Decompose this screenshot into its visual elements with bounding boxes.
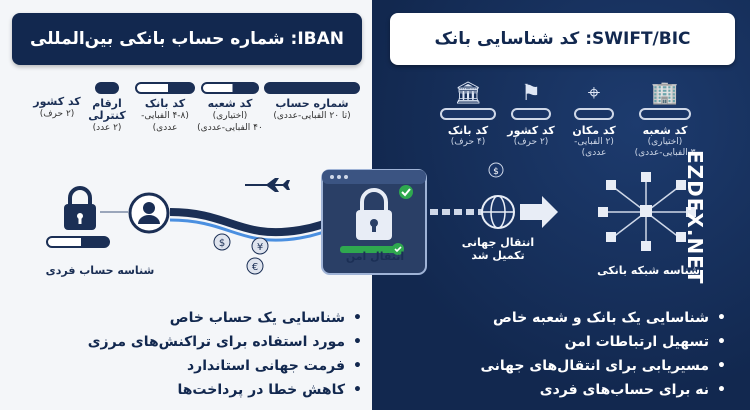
iban-benefits-list: شناسایی یک حساب خاص مورد استفاده برای تر…	[88, 306, 362, 402]
segment-title: کد بانک	[144, 97, 186, 110]
segment-title: کد شعبه	[207, 97, 253, 110]
secure-transfer-label: انتقال امن	[345, 250, 405, 263]
svg-text:$: $	[219, 238, 225, 249]
swift-benefits-list: شناسایی یک بانک و شعبه خاص تسهیل ارتباطا…	[481, 306, 727, 402]
segment-sub: (۲ عدد)	[92, 123, 122, 133]
segment-sub: (۴ حرف)	[450, 137, 486, 147]
swift-header: SWIFT/BIC: کد شناسایی بانک	[390, 13, 735, 65]
progress-bar	[340, 246, 396, 253]
iban-segment-country-code: کد کشور (۲ حرف)	[30, 96, 84, 120]
segment-title: کد کشور	[33, 95, 81, 108]
list-item: مورد استفاده برای تراکنش‌های مرزی	[88, 330, 362, 354]
swift-segment-location-code: ⌖ کد مکان (۲ الفبایی-عددی)	[563, 82, 625, 159]
iban-segment-check-digits: ارقام کنترلی (۲ عدد)	[84, 82, 130, 134]
segment-bar	[440, 108, 496, 120]
segment-title: ارقام کنترلی	[88, 97, 126, 122]
segment-title: کد شعبه	[642, 124, 688, 137]
user-avatar-icon	[128, 192, 170, 234]
dollar-coin-icon	[213, 233, 231, 251]
swift-segment-bank-code: 🏛 کد بانک (۴ حرف)	[438, 82, 498, 148]
account-id-bar	[46, 236, 110, 252]
window-titlebar	[322, 170, 426, 184]
transfer-complete-label: انتقال جهانی تکمیل شد	[461, 236, 535, 262]
flag-icon: ⚑	[521, 81, 541, 106]
iban-segment-branch-code: کد شعبه (اختیاری) ۴۰ الفبایی-عددی)	[197, 82, 263, 134]
euro-coin-icon	[246, 257, 264, 275]
segment-sub: (تا ۲۰ الفبایی-عددی)	[273, 111, 351, 121]
segment-sub: (۲ حرف)	[513, 137, 549, 147]
svg-text:$: $	[493, 167, 499, 177]
segment-title: کد بانک	[447, 124, 489, 137]
list-item: فرمت جهانی استاندارد	[88, 354, 362, 378]
segment-title: شماره حساب	[275, 97, 349, 110]
swift-segment-country-code: ⚑ کد کشور (۲ حرف)	[505, 82, 557, 148]
iban-segment-bank-code: کد بانک (۴-۸ الفبایی-عددی)	[130, 82, 200, 134]
bank-network-label: شناسه شبکه بانکی	[597, 264, 700, 277]
list-item: مسیریابی برای انتقال‌های جهانی	[481, 354, 727, 378]
check-icon	[399, 185, 413, 199]
segment-bar	[574, 108, 614, 120]
yen-coin-icon	[251, 237, 269, 255]
bank-icon: 🏛	[454, 81, 482, 106]
padlock-icon	[64, 186, 96, 230]
list-item: نه برای حساب‌های فردی	[481, 378, 727, 402]
airplane-icon	[245, 178, 290, 192]
dollar-coin-icon	[488, 162, 504, 178]
watermark: EZDEX.NET	[683, 150, 707, 285]
swift-segment-branch-code: 🏢 کد شعبه (اختیاری) ۳ الفبایی-عددی)	[632, 82, 698, 159]
building-icon: 🏢	[651, 81, 679, 106]
segment-sub: (۲ الفبایی-عددی)	[574, 137, 614, 158]
segment-sub: (۲ حرف)	[39, 109, 75, 119]
segment-sub: (اختیاری) ۴۰ الفبایی-عددی)	[197, 111, 263, 133]
svg-text:€: €	[252, 262, 258, 273]
iban-header: IBAN: شماره حساب بانکی بین‌المللی	[12, 13, 362, 65]
transfer-flow-illustration: $ ¥ € $	[100, 162, 696, 275]
lock-icon	[360, 188, 388, 212]
segment-bar	[264, 82, 360, 94]
segment-bar	[511, 108, 551, 120]
location-pin-icon: ⌖	[587, 81, 601, 106]
segment-bar	[135, 82, 195, 94]
account-id-label: شناسه حساب فردی	[45, 264, 155, 277]
segment-title: کد کشور	[507, 124, 555, 137]
segment-bar	[95, 82, 119, 94]
segment-sub: (۴-۸ الفبایی-عددی)	[141, 111, 189, 133]
list-item: شناسایی یک حساب خاص	[88, 306, 362, 330]
list-item: تسهیل ارتباطات امن	[481, 330, 727, 354]
segment-title: کد مکان	[572, 124, 616, 137]
svg-text:¥: ¥	[257, 242, 263, 253]
segment-sub: (اختیاری) ۳ الفبایی-عددی)	[634, 137, 696, 158]
list-item: شناسایی یک بانک و شعبه خاص	[481, 306, 727, 330]
segment-bar	[201, 82, 259, 94]
list-item: کاهش خطا در پرداخت‌ها	[88, 378, 362, 402]
iban-segment-account-number: شماره حساب (تا ۲۰ الفبایی-عددی)	[262, 82, 362, 122]
segment-bar	[46, 236, 110, 248]
arrow-right-icon	[520, 196, 558, 228]
segment-bar	[639, 108, 691, 120]
bank-node-icons	[598, 172, 696, 251]
